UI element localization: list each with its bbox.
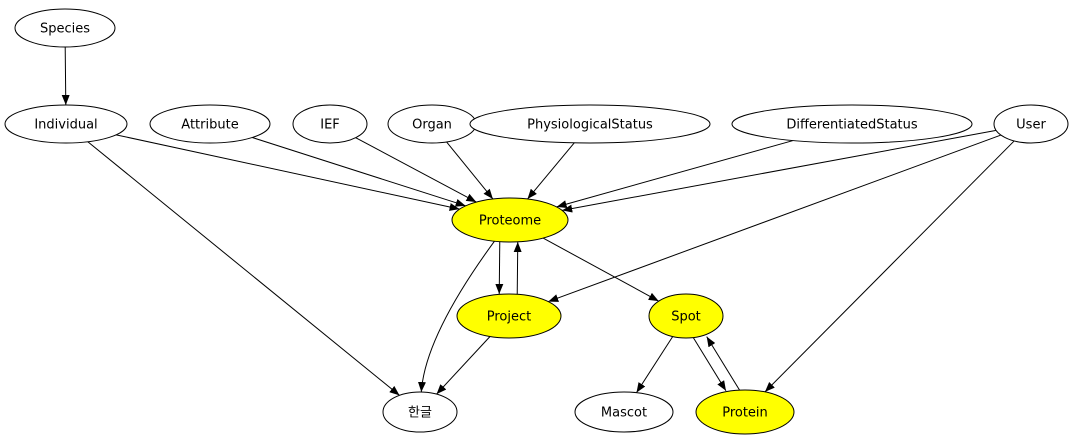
node-diff[interactable]: DifferentiatedStatus <box>731 104 973 144</box>
node-ellipse <box>292 104 368 144</box>
node-ellipse <box>731 104 973 144</box>
node-ellipse <box>382 391 458 433</box>
node-ellipse <box>574 391 674 433</box>
edge-individual-to-proteome <box>116 134 460 211</box>
node-label: Attribute <box>181 118 238 133</box>
node-label: Organ <box>412 118 452 133</box>
edge-diff-to-proteome <box>556 140 794 209</box>
edge-protein-to-spot <box>706 336 741 392</box>
node-mascot[interactable]: Mascot <box>574 391 674 433</box>
edge-project-to-hangul <box>436 336 491 395</box>
edge-spot-to-mascot <box>636 336 674 393</box>
node-ellipse <box>451 197 569 243</box>
edge-proteome-to-hangul <box>417 240 495 393</box>
node-hangul[interactable]: 한글 <box>382 391 458 433</box>
node-ief[interactable]: IEF <box>292 104 368 144</box>
node-label: PhysiologicalStatus <box>527 118 653 133</box>
node-ellipse <box>993 104 1069 144</box>
node-ellipse <box>469 104 711 144</box>
node-label: 한글 <box>408 406 432 421</box>
node-ellipse <box>4 104 128 144</box>
edge-physio-to-proteome <box>527 142 575 200</box>
edge-project-to-proteome <box>513 241 522 295</box>
node-ellipse <box>456 293 562 339</box>
edge-ief-to-proteome <box>355 137 477 203</box>
node-ellipse <box>648 293 724 339</box>
node-label: Spot <box>671 310 701 325</box>
node-ellipse <box>695 389 795 435</box>
node-protein[interactable]: Protein <box>695 389 795 435</box>
node-label: Protein <box>722 406 768 421</box>
edge-user-to-project <box>548 134 1002 303</box>
edge-spot-to-protein <box>692 336 727 392</box>
node-organ[interactable]: Organ <box>387 104 477 144</box>
edge-individual-to-hangul <box>87 141 400 396</box>
edge-species-to-individual <box>61 46 70 106</box>
node-spot[interactable]: Spot <box>648 293 724 339</box>
node-label: Proteome <box>479 214 541 229</box>
node-label: Species <box>40 22 90 37</box>
node-species[interactable]: Species <box>14 8 116 48</box>
node-ellipse <box>14 8 116 48</box>
node-user[interactable]: User <box>993 104 1069 144</box>
node-label: Individual <box>34 118 97 133</box>
node-label: Project <box>487 310 531 325</box>
node-label: IEF <box>320 118 340 133</box>
node-attribute[interactable]: Attribute <box>149 104 271 144</box>
node-label: Mascot <box>601 406 647 421</box>
node-label: User <box>1016 118 1046 133</box>
node-ellipse <box>149 104 271 144</box>
edge-user-to-proteome <box>562 129 997 213</box>
node-individual[interactable]: Individual <box>4 104 128 144</box>
edge-user-to-protein <box>764 140 1015 393</box>
edge-proteome-to-spot <box>542 237 659 302</box>
node-project[interactable]: Project <box>456 293 562 339</box>
node-label: DifferentiatedStatus <box>786 118 918 133</box>
edge-attribute-to-proteome <box>252 137 466 207</box>
node-proteome[interactable]: Proteome <box>451 197 569 243</box>
edge-organ-to-proteome <box>446 141 494 200</box>
edge-proteome-to-project <box>495 241 504 295</box>
node-physio[interactable]: PhysiologicalStatus <box>469 104 711 144</box>
